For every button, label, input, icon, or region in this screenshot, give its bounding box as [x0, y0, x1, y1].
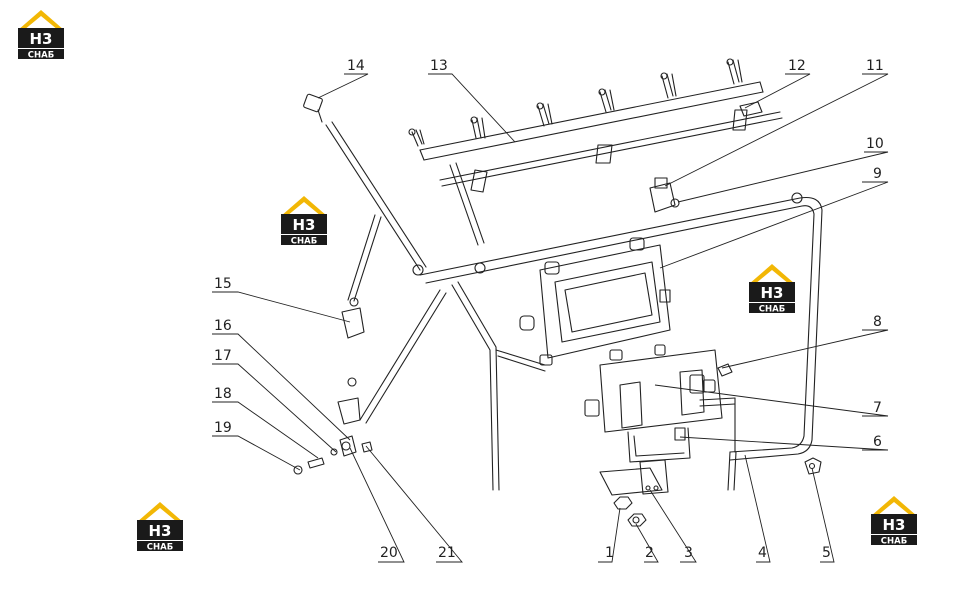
mounting-plate-3	[599, 459, 669, 496]
svg-text:CHAБ: CHAБ	[28, 51, 54, 61]
callout-3: 3	[684, 545, 693, 561]
svg-text:CHAБ: CHAБ	[291, 237, 317, 247]
harness-bar-13	[408, 58, 764, 161]
sensor-pipe-14	[303, 93, 427, 271]
leader-lines	[212, 73, 889, 563]
bracket-rail-12	[439, 101, 783, 246]
callout-18: 18	[214, 386, 232, 402]
svg-text:H3: H3	[30, 30, 53, 48]
sensor-10-11	[649, 177, 680, 213]
svg-text:CHAБ: CHAБ	[881, 537, 907, 547]
svg-text:H3: H3	[883, 516, 906, 534]
callout-11: 11	[866, 58, 884, 74]
callout-10: 10	[866, 136, 884, 152]
callout-4: 4	[758, 545, 767, 561]
harness-connectors	[408, 58, 743, 147]
connector-8	[717, 363, 733, 377]
brand-logo-topleft: H3 CHAБ	[14, 8, 68, 60]
callout-9: 9	[873, 166, 882, 182]
brand-logo-bottomleft: H3 CHAБ	[133, 500, 187, 552]
callout-12: 12	[788, 58, 806, 74]
brand-logo-bottomright: H3 CHAБ	[867, 494, 921, 546]
callout-5: 5	[822, 545, 831, 561]
svg-text:H3: H3	[761, 284, 784, 302]
callout-7: 7	[873, 400, 882, 416]
brand-logo-center: H3 CHAБ	[745, 262, 799, 314]
callout-20: 20	[380, 545, 398, 561]
ecu-7	[584, 344, 723, 441]
svg-text:CHAБ: CHAБ	[147, 543, 173, 553]
bolt-1-2	[613, 496, 647, 527]
callout-labels: 1 2 3 4 5 6 7 8 9 10 11 12 13 14 15 16 1…	[214, 58, 884, 561]
hardware-16-21	[293, 377, 373, 475]
frame-tube-4	[347, 192, 823, 491]
callout-13: 13	[430, 58, 448, 74]
callout-19: 19	[214, 420, 232, 436]
sensor-15	[341, 297, 365, 339]
callout-6: 6	[873, 434, 882, 450]
callout-8: 8	[873, 314, 882, 330]
callout-21: 21	[438, 545, 456, 561]
callout-2: 2	[645, 545, 654, 561]
callout-17: 17	[214, 348, 232, 364]
callout-1: 1	[605, 545, 614, 561]
callout-16: 16	[214, 318, 232, 334]
svg-text:H3: H3	[293, 216, 316, 234]
svg-text:H3: H3	[149, 522, 172, 540]
brand-logo-left: H3 CHAБ	[277, 194, 331, 246]
callout-14: 14	[347, 58, 365, 74]
control-module-9	[519, 237, 671, 366]
callout-15: 15	[214, 276, 232, 292]
svg-text:CHAБ: CHAБ	[759, 305, 785, 315]
